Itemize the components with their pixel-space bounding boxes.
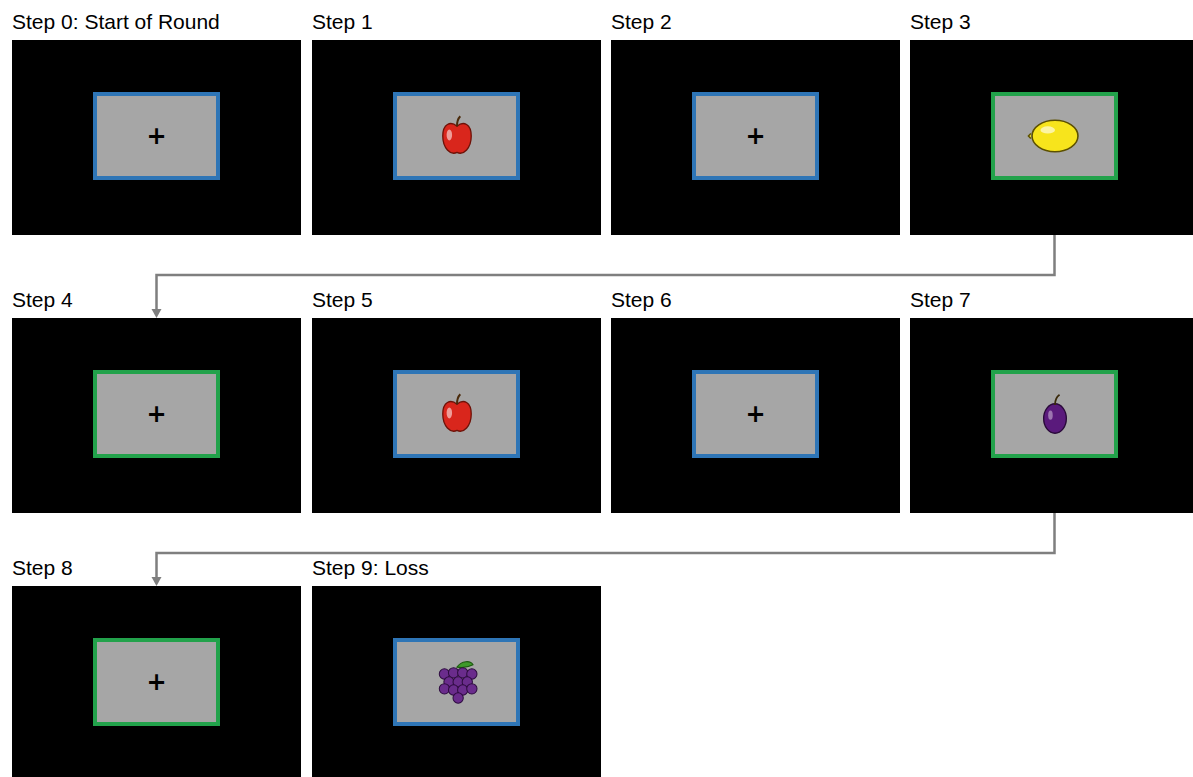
step-label: Step 3 — [910, 10, 971, 34]
connector-line — [157, 513, 1055, 578]
apple-icon — [435, 391, 479, 437]
fixation-cross: + — [146, 670, 166, 694]
fruit-box — [991, 370, 1118, 458]
fixation-cross: + — [146, 402, 166, 426]
fixation-box: + — [93, 638, 220, 726]
fixation-cross: + — [745, 402, 765, 426]
step-panel: Step 4+ — [12, 318, 301, 513]
step-panel: Step 0: Start of Round+ — [12, 40, 301, 235]
grapes-icon — [434, 658, 480, 706]
flow-arrow — [152, 235, 1055, 318]
step-label: Step 9: Loss — [312, 556, 429, 580]
fruit-box — [393, 370, 520, 458]
arrowhead — [152, 309, 162, 318]
step-label: Step 6 — [611, 288, 672, 312]
step-panel: Step 2+ — [611, 40, 900, 235]
fixation-box: + — [93, 370, 220, 458]
arrowhead — [152, 577, 162, 586]
fixation-cross: + — [745, 124, 765, 148]
fixation-box: + — [692, 92, 819, 180]
step-label: Step 2 — [611, 10, 672, 34]
step-panel: Step 5 — [312, 318, 601, 513]
step-label: Step 4 — [12, 288, 73, 312]
step-label: Step 7 — [910, 288, 971, 312]
apple-icon — [435, 113, 479, 159]
step-panel: Step 3 — [910, 40, 1193, 235]
step-panel: Step 6+ — [611, 318, 900, 513]
fruit-box — [393, 92, 520, 180]
fixation-cross: + — [146, 124, 166, 148]
step-panel: Step 7 — [910, 318, 1193, 513]
fruit-box — [393, 638, 520, 726]
flow-arrow — [152, 513, 1055, 586]
fixation-box: + — [93, 92, 220, 180]
plum-icon — [1038, 391, 1072, 437]
step-label: Step 5 — [312, 288, 373, 312]
step-label: Step 0: Start of Round — [12, 10, 220, 34]
lemon-icon — [1026, 114, 1084, 158]
step-panel: Step 8+ — [12, 586, 301, 777]
step-panel: Step 9: Loss — [312, 586, 601, 777]
fruit-box — [991, 92, 1118, 180]
step-label: Step 8 — [12, 556, 73, 580]
step-panel: Step 1 — [312, 40, 601, 235]
step-label: Step 1 — [312, 10, 373, 34]
fixation-box: + — [692, 370, 819, 458]
